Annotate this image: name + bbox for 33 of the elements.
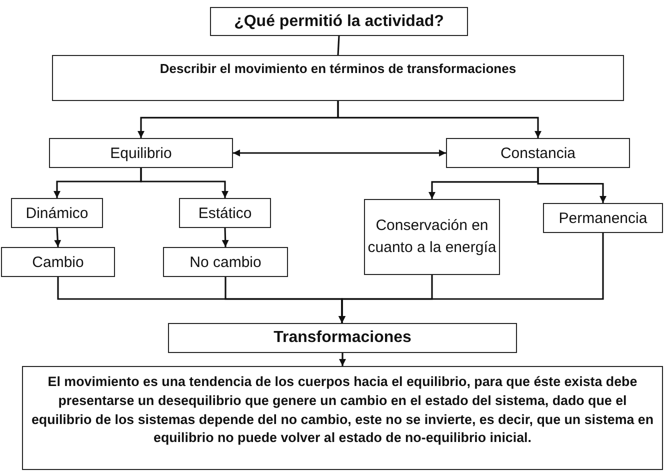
concept-box [179, 198, 271, 228]
arrow [54, 228, 62, 248]
concept-box [446, 138, 630, 168]
node-text: Equilibrio [110, 144, 172, 162]
node-text: Transformaciones [274, 329, 412, 347]
arrow [339, 353, 346, 366]
arrow [140, 168, 228, 198]
node-text: Permanencia [558, 210, 648, 226]
arrow [222, 228, 229, 248]
concept-box [543, 203, 663, 233]
connector-line [337, 36, 340, 56]
concept-box [1, 247, 115, 277]
node-text: Conservación en cuanto a la energía [366, 216, 498, 258]
text-box [22, 366, 663, 470]
node-text: El movimiento es una tendencia de los cuerpos hacia el equilibrio, para que éste exista debe presentarse un desequilibrio que genere un cambio en el estado del sistema, dado que el equilibrio de los sistemas depende del no cambio, este no se invierte, es decir, que un sistema en equilibrio no puede volver al estado de no-equilibrio inicial. [30, 373, 655, 448]
node-text: Cambio [32, 254, 84, 270]
node-text: Dinámico [26, 204, 88, 222]
process-box [52, 55, 624, 101]
process-box [168, 323, 517, 353]
question-box [210, 7, 468, 36]
concept-box [49, 138, 233, 168]
arrow [338, 233, 604, 323]
concept-box [11, 198, 103, 228]
arrow [537, 168, 606, 203]
arrow [337, 101, 542, 138]
node-text: Estático [198, 204, 252, 222]
node-text: No cambio [190, 254, 262, 270]
concept-box [163, 247, 288, 277]
node-text: ¿Qué permitió la actividad? [234, 12, 444, 30]
arrow [233, 150, 446, 156]
concept-box [364, 199, 500, 275]
node-text: Constancia [500, 144, 576, 162]
node-text: Describir el movimiento en términos de transformaciones [160, 61, 516, 76]
